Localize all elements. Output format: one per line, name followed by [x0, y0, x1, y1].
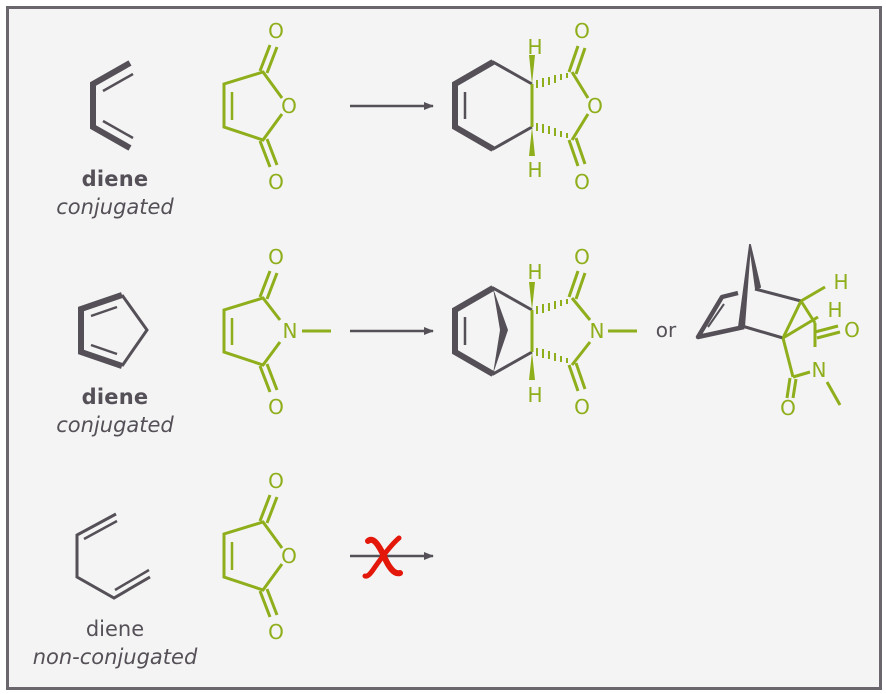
cyclopentadiene-structure	[78, 292, 149, 369]
oxygen-atom: O	[780, 396, 796, 420]
red-x-icon	[362, 535, 403, 579]
n-methylmaleimide	[222, 270, 331, 393]
oxygen-atom: O	[844, 318, 860, 342]
diene-label: diene	[81, 385, 149, 409]
oxygen-atom: O	[281, 544, 297, 568]
pentadiene-structure	[75, 512, 151, 600]
oxygen-atom: O	[281, 94, 297, 118]
oxygen-atom: O	[268, 620, 284, 644]
oxygen-atom: O	[268, 395, 284, 419]
diene-sublabel: non-conjugated	[32, 645, 198, 669]
nitrogen-atom: N	[812, 358, 827, 382]
oxygen-atom: O	[574, 395, 590, 419]
oxygen-atom: O	[574, 245, 590, 269]
product-3d-perspective	[695, 244, 842, 406]
maleic-anhydride-row3	[222, 494, 284, 618]
oxygen-atom: O	[268, 19, 284, 43]
oxygen-atom: O	[574, 19, 590, 43]
hydrogen-atom: H	[527, 383, 542, 407]
oxygen-atom: O	[574, 170, 590, 194]
diene-sublabel: conjugated	[56, 413, 174, 437]
butadiene-structure	[90, 60, 134, 151]
diene-label: diene	[81, 167, 149, 191]
hydrogen-atom: H	[833, 270, 848, 294]
hydrogen-atom: H	[527, 35, 542, 59]
hydrogen-atom: H	[527, 260, 542, 284]
hydrogen-atom: H	[527, 158, 542, 182]
hydrogen-atom: H	[827, 298, 842, 322]
product-cyclohexene-anhydride	[452, 45, 590, 167]
diene-sublabel: conjugated	[56, 195, 174, 219]
oxygen-atom: O	[268, 245, 284, 269]
oxygen-atom: O	[268, 170, 284, 194]
diagram-frame	[6, 6, 882, 690]
oxygen-atom: O	[587, 94, 603, 118]
maleic-anhydride-row1	[222, 44, 284, 168]
nitrogen-atom: N	[590, 319, 605, 343]
diene-label: diene	[85, 617, 145, 641]
nitrogen-atom: N	[283, 319, 298, 343]
product-endo-adduct	[452, 270, 637, 392]
oxygen-atom: O	[268, 469, 284, 493]
or-connector: or	[656, 318, 677, 342]
